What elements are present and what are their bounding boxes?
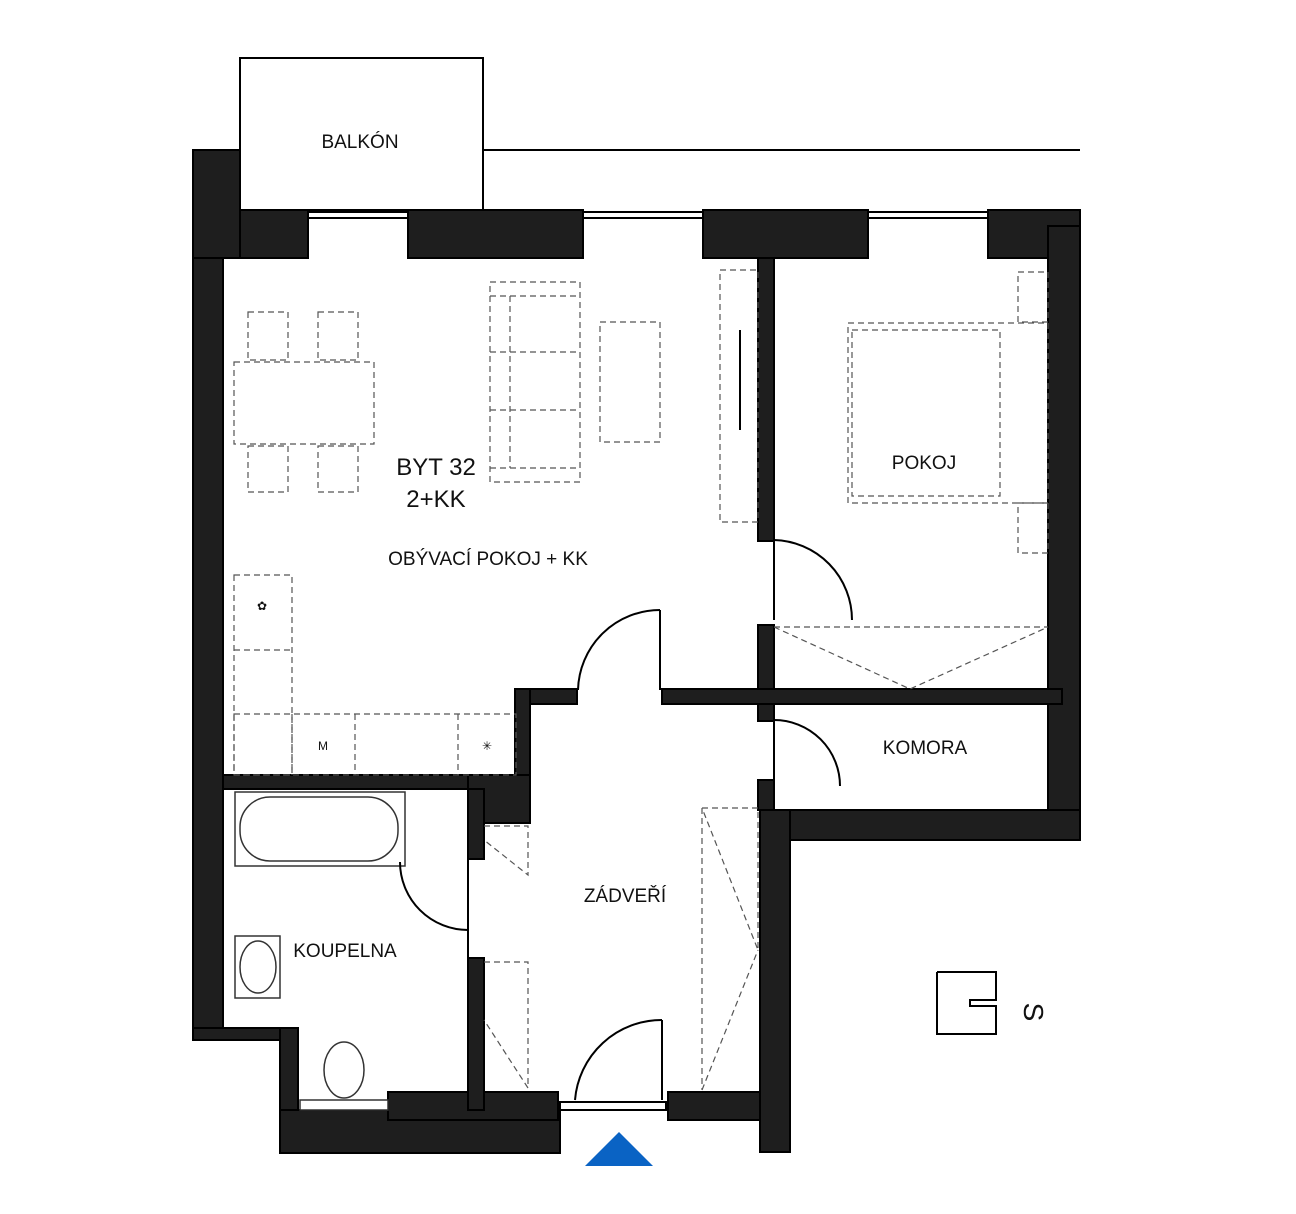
window-1 xyxy=(307,211,409,219)
compass-direction: S xyxy=(1018,1003,1049,1022)
kitchen-counter xyxy=(233,713,517,776)
wall-living-bedroom-upper xyxy=(757,257,775,542)
shoe-cabinet xyxy=(483,961,529,1091)
wall-right xyxy=(1047,225,1081,841)
wall-hall-right xyxy=(759,809,791,1153)
door-entrance-sill xyxy=(559,1101,667,1111)
tv-unit xyxy=(719,269,759,523)
plant-symbol: ✿ xyxy=(257,599,267,613)
wall-bath-hall-upper xyxy=(467,788,485,860)
window-2 xyxy=(582,211,704,219)
wall-right-bottom xyxy=(761,809,1081,841)
walls xyxy=(192,149,1081,1154)
wall-living-bedroom-lower xyxy=(757,624,775,722)
wall-horizontal-middle xyxy=(661,688,1063,705)
door-entrance-arc xyxy=(574,1018,663,1101)
bedroom-furniture xyxy=(773,271,1049,690)
balcony: BALKÓN xyxy=(239,57,1080,211)
wall-bath-hall-lower xyxy=(467,957,485,1111)
living-furniture: M ✳ ✿ xyxy=(233,269,759,776)
room-labels: BYT 32 2+KK OBÝVACÍ POKOJ + KK POKOJ KOM… xyxy=(293,453,967,962)
living-kitchen-label: OBÝVACÍ POKOJ + KK xyxy=(388,549,588,570)
bathtub-basin xyxy=(239,796,399,862)
shoe-rack xyxy=(483,825,529,877)
door-living-arc xyxy=(577,609,661,691)
bed-mattress xyxy=(851,329,1001,497)
hall-wardrobe xyxy=(701,807,759,951)
wall-storage-door-lower xyxy=(757,779,775,811)
chair xyxy=(317,311,359,361)
bathroom-fixtures xyxy=(234,791,406,1111)
bedroom-label: POKOJ xyxy=(892,453,956,474)
wall-top-seg-1 xyxy=(239,209,309,259)
chair xyxy=(317,445,359,493)
wall-top-seg-2 xyxy=(407,209,584,259)
bathroom-label: KOUPELNA xyxy=(293,941,397,962)
door-bedroom-arc xyxy=(773,539,853,621)
doors xyxy=(399,539,853,1111)
hall-label: ZÁDVEŘÍ xyxy=(584,885,667,907)
entrance-arrow-icon xyxy=(585,1132,653,1166)
bed xyxy=(847,322,1049,504)
wardrobe-swing xyxy=(773,626,1049,690)
wall-top-left-pillar xyxy=(192,149,241,259)
chair xyxy=(247,311,289,361)
coffee-table xyxy=(599,321,661,443)
balcony-outline xyxy=(239,57,484,211)
hood-symbol: ✳ xyxy=(482,739,492,753)
kitchen-column xyxy=(233,574,293,776)
nightstand xyxy=(1017,271,1049,323)
door-storage-arc xyxy=(773,719,841,787)
hall-furniture xyxy=(483,807,759,1091)
apartment-name: BYT 32 xyxy=(396,454,476,481)
nightstand xyxy=(1017,502,1049,554)
hall-wardrobe-swing xyxy=(701,949,759,1091)
apartment-layout: 2+KK xyxy=(406,486,465,513)
washer-mark: M xyxy=(318,739,328,753)
dining-table xyxy=(233,361,375,445)
washbasin-bowl xyxy=(239,940,277,994)
wall-left xyxy=(192,257,224,1041)
compass: S xyxy=(936,971,1049,1035)
balcony-label: BALKÓN xyxy=(321,131,398,153)
window-3 xyxy=(867,211,989,219)
door-bath-arc xyxy=(399,861,469,931)
compass-icon xyxy=(936,971,997,1035)
storage-label: KOMORA xyxy=(883,738,968,759)
toilet-bowl xyxy=(323,1041,365,1099)
sofa xyxy=(489,281,581,483)
chair xyxy=(247,445,289,493)
toilet-tank xyxy=(299,1099,389,1111)
wall-top-seg-3 xyxy=(702,209,869,259)
